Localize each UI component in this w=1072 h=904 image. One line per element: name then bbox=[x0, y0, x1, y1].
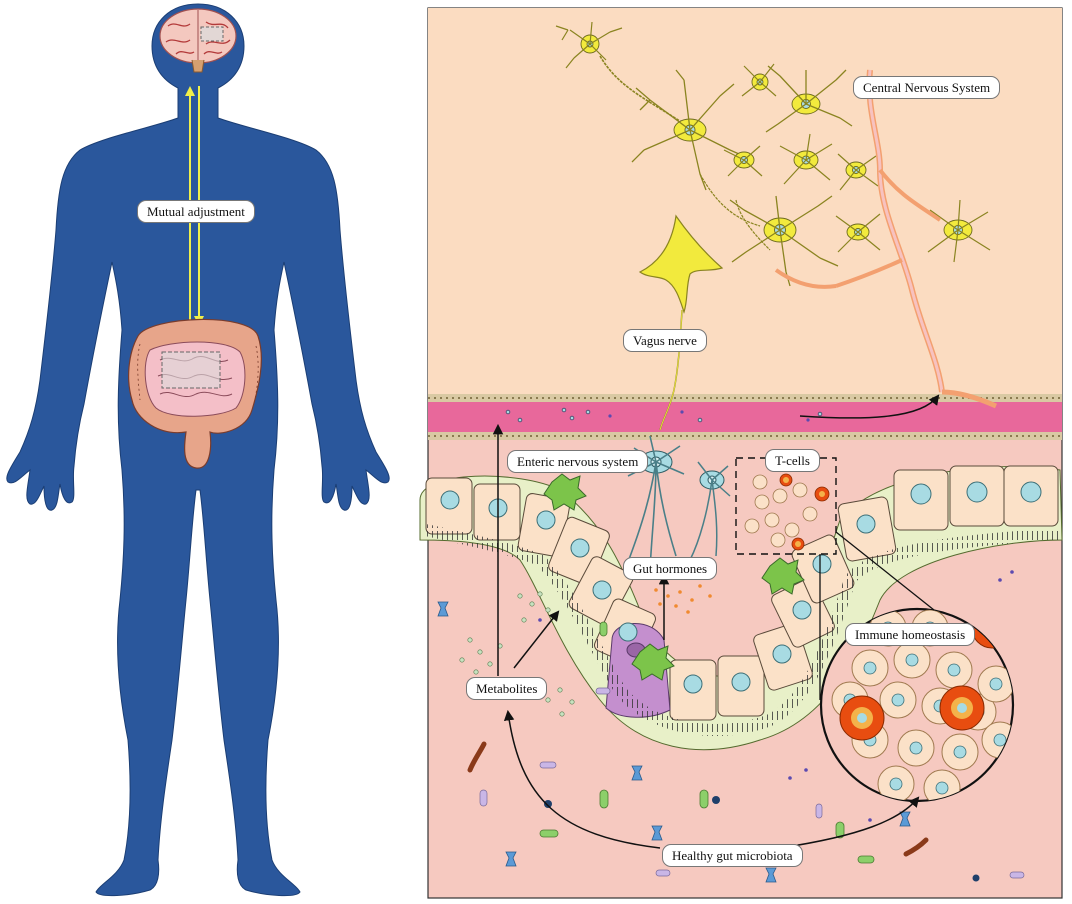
intestine-icon bbox=[128, 318, 262, 469]
label-vagus-nerve: Vagus nerve bbox=[623, 329, 707, 352]
metabolite-particles bbox=[459, 591, 575, 717]
neuron-cell bbox=[555, 21, 623, 69]
neuron-cell bbox=[927, 199, 991, 263]
label-metabolites: Metabolites bbox=[466, 677, 548, 700]
neuron-cell bbox=[729, 195, 839, 287]
label-immune-homeostasis: Immune homeostasis bbox=[845, 623, 976, 646]
cns-nerve-fiber bbox=[774, 69, 998, 409]
neuron-cell bbox=[741, 63, 777, 97]
cns-neurons bbox=[555, 21, 991, 287]
blood-vessel bbox=[428, 394, 1062, 440]
immune-zoom-circle bbox=[819, 531, 1015, 803]
label-mutual-adjustment: Mutual adjustment bbox=[137, 200, 255, 223]
label-gut-hormones: Gut hormones bbox=[623, 557, 718, 580]
gut-hormone-particles bbox=[654, 584, 712, 614]
label-central-nervous-system: Central Nervous System bbox=[853, 76, 1001, 99]
label-enteric-nervous-system: Enteric nervous system bbox=[507, 450, 649, 473]
label-healthy-gut-microbiota: Healthy gut microbiota bbox=[662, 844, 803, 867]
pathway-arrows bbox=[492, 394, 940, 849]
neuron-cell bbox=[835, 213, 881, 253]
t-cells-region bbox=[735, 457, 837, 555]
label-t-cells: T-cells bbox=[765, 449, 820, 472]
brain-icon bbox=[159, 8, 237, 73]
neuron-cell bbox=[837, 153, 879, 191]
neuron-cell bbox=[779, 133, 833, 185]
neuron-cell bbox=[765, 65, 853, 133]
neuron-cell bbox=[723, 145, 763, 177]
gut-microbiota bbox=[437, 570, 1025, 883]
gut-epithelium bbox=[419, 465, 1063, 751]
